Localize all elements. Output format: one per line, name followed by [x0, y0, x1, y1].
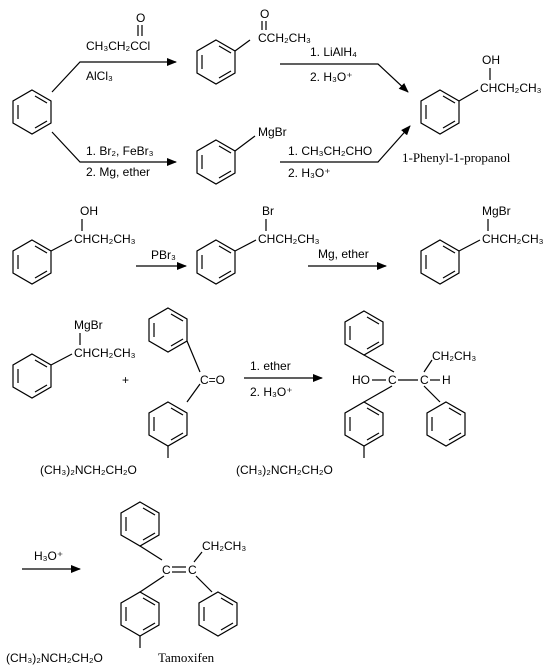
tamoxifen-bond: [193, 551, 203, 563]
tamoxifen-ethyl: CH₂CH₃: [202, 539, 246, 553]
product-bond: [363, 385, 393, 403]
hydrolysis-reagent: 2. H₃O⁺: [288, 166, 331, 180]
ring-substituent-bond: [234, 239, 257, 252]
pbr3-reagent: PBr₃: [151, 248, 176, 262]
ketone-aryl-ring: [148, 401, 188, 447]
ring-substituent-bond: [234, 39, 251, 52]
ether-reagent: 1. ether: [250, 359, 291, 373]
mgbr-label: MgBr: [258, 125, 287, 139]
hydrolysis-reagent: 2. H₃O⁺: [310, 70, 353, 84]
plus-sign: +: [122, 373, 129, 387]
product-hydrogen: H: [442, 373, 451, 387]
product-second-phenyl-ring: [426, 401, 466, 447]
propanal-reagent: 1. CH₃CH₂CHO: [288, 144, 372, 158]
ring-substituent-bond: [50, 353, 73, 366]
alcohol-chain: CHCH₂CH₃: [74, 232, 136, 246]
ketone-chain: CCH₂CH₃: [258, 31, 311, 45]
ring-substituent-bond: [458, 239, 481, 252]
grignard-reactant-ring: [12, 353, 52, 399]
benzene-ring: [12, 89, 52, 135]
ring-substituent-bond: [50, 239, 73, 252]
grignard-chain: CHCH₂CH₃: [482, 232, 544, 246]
product-phenyl-ring: [344, 310, 384, 356]
bromide-ring: [196, 239, 236, 285]
tamoxifen-phenyl-ring: [120, 501, 160, 547]
reactant-chain: CHCH₂CH₃: [74, 346, 136, 360]
product-bond: [363, 354, 395, 373]
tamoxifen-second-phenyl-ring: [198, 591, 238, 637]
product-bond: [423, 359, 433, 373]
lialh4-reagent: 1. LiAlH₄: [310, 45, 357, 59]
ketone-carbonyl: C=O: [200, 373, 225, 387]
grignard-ring: [420, 239, 460, 285]
alcohol-ring: [12, 239, 52, 285]
acyl-chloride-oxygen: O: [136, 11, 145, 25]
product-bond: [423, 385, 441, 403]
hydrolysis-reagent: 2. H₃O⁺: [250, 385, 293, 399]
ring-substituent-bond: [458, 89, 479, 102]
product-aryl-ring: [344, 401, 384, 447]
acid-catalyst: H₃O⁺: [34, 549, 63, 563]
phenylpropanol-ring: [420, 89, 460, 135]
alcl3-catalyst: AlCl₃: [86, 69, 113, 83]
ketone-bond: [186, 340, 201, 373]
phenylmagnesium-ring: [196, 139, 236, 185]
bromine-label: Br: [262, 204, 274, 218]
propanol-chain: CHCH₂CH₃: [480, 81, 542, 95]
product-amine-chain: (CH₃)₂NCH₂CH₂O: [236, 463, 333, 477]
ketone-bond: [186, 383, 201, 403]
grignard-mgbr: MgBr: [482, 204, 511, 218]
hydroxyl-label: OH: [482, 53, 500, 67]
product-ethyl: CH₂CH₃: [432, 349, 476, 363]
tamoxifen-name-label: Tamoxifen: [158, 650, 215, 665]
acylation-arrow: [51, 58, 177, 93]
product-name-label: 1-Phenyl-1-propanol: [402, 150, 511, 165]
mg-ether-reagent: Mg, ether: [318, 247, 369, 261]
product-carbon-1: C: [388, 373, 397, 387]
tamoxifen-carbon-2: C: [188, 563, 197, 577]
bromination-reagent: 1. Br₂, FeBr₃: [86, 144, 154, 158]
tamoxifen-bond: [139, 575, 165, 593]
alcohol-hydroxyl: OH: [80, 204, 98, 218]
bromination-arrow: [51, 131, 177, 166]
ring-substituent-bond: [234, 135, 256, 152]
product-carbon-2: C: [420, 373, 429, 387]
tamoxifen-bond: [139, 545, 163, 561]
ketone-amine-chain: (CH₃)₂NCH₂CH₂O: [40, 463, 137, 477]
tamoxifen-aryl-ring: [120, 591, 160, 637]
ketone-phenyl-ring: [148, 307, 188, 353]
reduction-arrow: [280, 63, 409, 93]
propiophenone-ring: [196, 39, 236, 85]
magnesium-reagent: 2. Mg, ether: [86, 165, 150, 179]
tamoxifen-carbon-1: C: [162, 563, 171, 577]
bromide-chain: CHCH₂CH₃: [258, 232, 320, 246]
tamoxifen-bond: [195, 575, 213, 593]
aldehyde-addition-arrow: [280, 125, 411, 163]
reactant-mgbr: MgBr: [74, 318, 103, 332]
tamoxifen-amine-chain: (CH₃)₂NCH₂CH₂O: [6, 651, 103, 665]
ketone-oxygen: O: [260, 7, 269, 21]
acyl-chloride-reagent: CH₃CH₂CCl: [86, 39, 150, 53]
product-hydroxyl: HO: [352, 373, 370, 387]
